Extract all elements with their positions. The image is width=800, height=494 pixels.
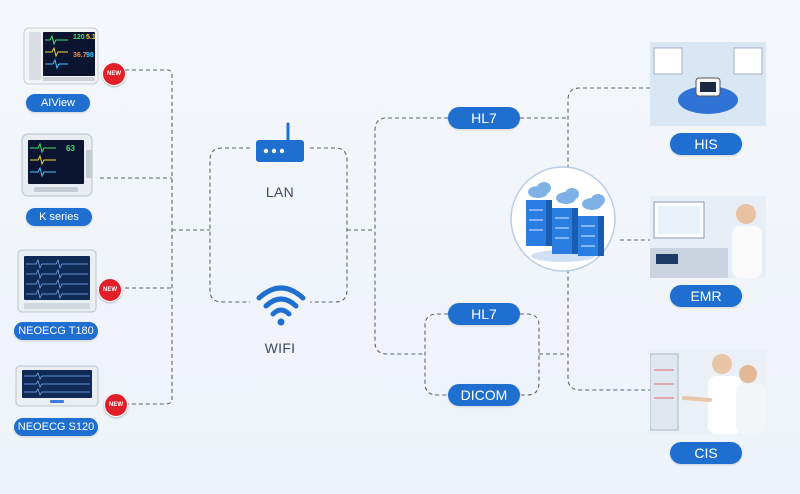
emr-photo (650, 196, 766, 278)
system-label-his[interactable]: HIS (670, 133, 742, 155)
server-hub (508, 164, 618, 274)
cis-photo (650, 350, 766, 434)
lan-label: LAN (265, 184, 295, 200)
protocol-hl7-top[interactable]: HL7 (448, 107, 520, 129)
device-label-neoecg-t180[interactable]: NEOECG T180 (14, 322, 98, 340)
k-series-device[interactable]: 63 (20, 130, 96, 200)
wifi-label: WIFI (264, 340, 296, 356)
monitor-extra-value: 5.1 (86, 34, 96, 41)
ecg-machine-icon (17, 249, 97, 313)
monitor-spo2-value: 98 (86, 52, 94, 59)
monitor-temp-value: 36.7 (73, 52, 87, 59)
system-label-cis[interactable]: CIS (670, 442, 742, 464)
cloud-server-icon (510, 166, 616, 272)
neoecg-t180-device[interactable] (16, 248, 98, 314)
device-label-k-series[interactable]: K series (26, 208, 92, 226)
aiview-device[interactable]: 120 5.1 36.7 98 (22, 26, 100, 88)
router-icon (252, 120, 308, 168)
protocol-hl7-bottom[interactable]: HL7 (448, 303, 520, 325)
protocol-dicom[interactable]: DICOM (448, 384, 520, 406)
k-series-value: 63 (66, 144, 75, 153)
new-badge: NEW (104, 393, 128, 417)
k-series-monitor-icon (21, 133, 93, 197)
new-badge: NEW (98, 278, 122, 302)
patient-monitor-icon (23, 27, 99, 85)
wifi-icon (253, 280, 309, 328)
new-badge: NEW (102, 62, 126, 86)
ecg-machine-icon (15, 365, 99, 407)
device-label-neoecg-s120[interactable]: NEOECG S120 (14, 418, 98, 436)
device-label-aiview[interactable]: AIView (26, 94, 90, 112)
monitor-hr-value: 120 (73, 34, 85, 41)
system-label-emr[interactable]: EMR (670, 285, 742, 307)
his-photo (650, 42, 766, 126)
neoecg-s120-device[interactable] (14, 364, 100, 408)
